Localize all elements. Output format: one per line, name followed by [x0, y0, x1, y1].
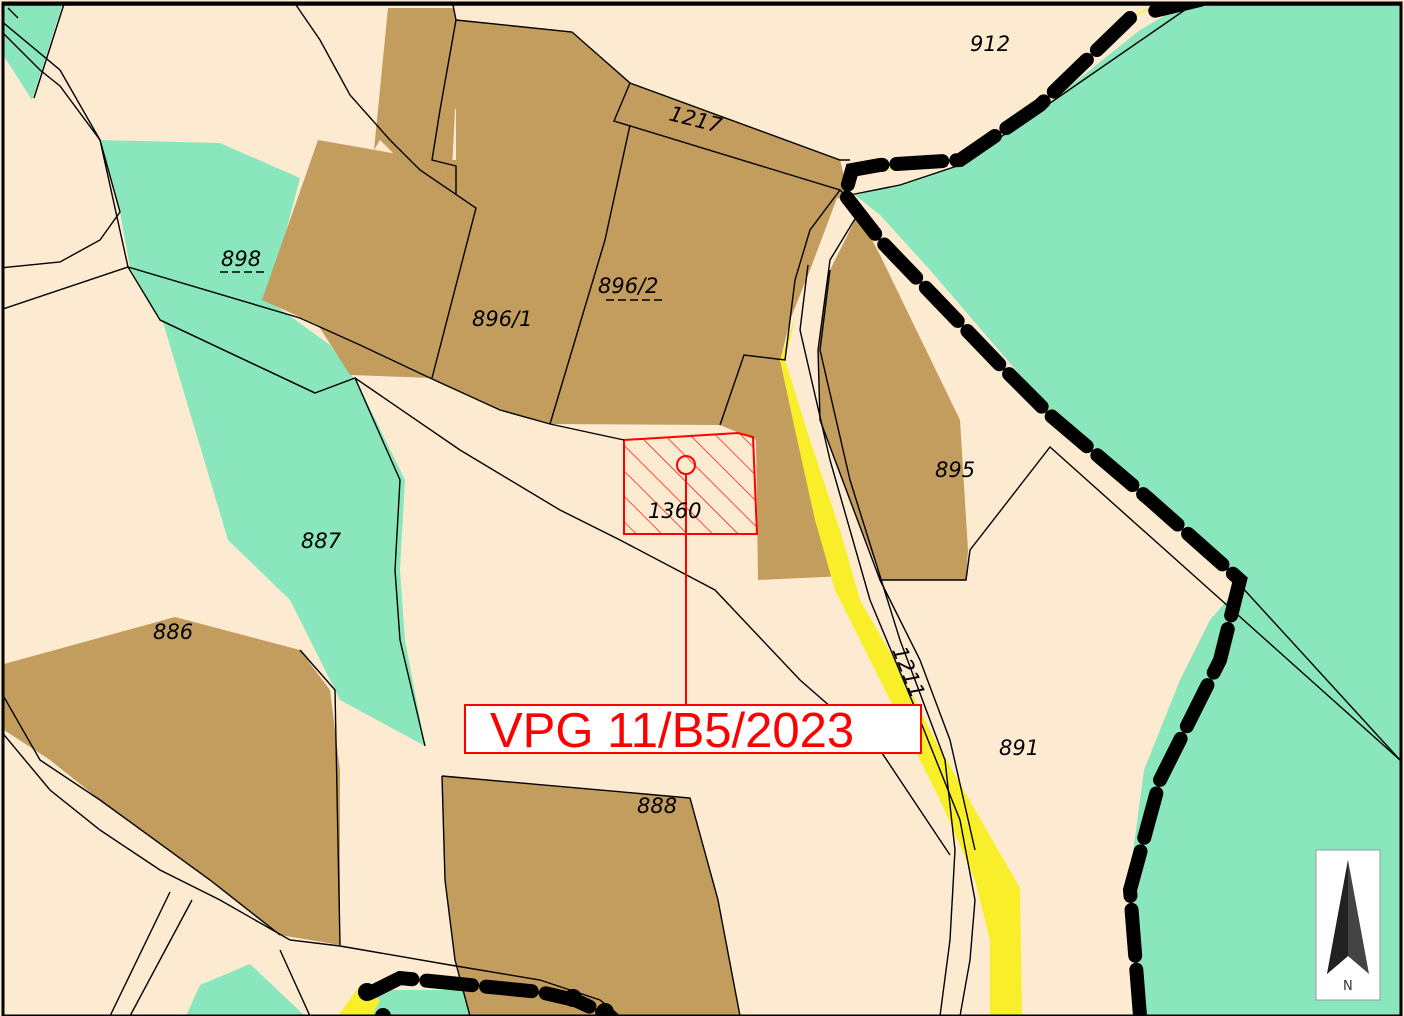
callout-leader — [676, 455, 696, 705]
parcel-1360-highlight[interactable] — [623, 431, 759, 535]
built-area-896-1 — [262, 140, 476, 378]
parcel-label-891: 891 — [999, 736, 1039, 760]
built-area-1360-east — [720, 355, 845, 580]
built-areas — [4, 8, 968, 1016]
parcel-label-886: 886 — [153, 620, 193, 644]
built-area-895 — [818, 214, 968, 580]
forest-area-898 — [100, 140, 355, 393]
parcel-label-896-1: 896/1 — [472, 307, 533, 331]
parcel-label-912: 912 — [970, 32, 1010, 56]
north-arrow-label: N — [1343, 979, 1353, 994]
north-arrow: N — [1315, 849, 1381, 1001]
built-area-896 — [430, 20, 840, 425]
parcel-label-887: 887 — [301, 529, 342, 553]
parcel-label-898: 898 — [221, 247, 261, 271]
forest-area-northwest — [4, 4, 63, 100]
parcel-label-888: 888 — [637, 794, 677, 818]
built-area-888 — [442, 776, 740, 1016]
callout[interactable]: VPG 11/B5/2023 — [464, 704, 922, 758]
forest-area-east — [855, 4, 1400, 1016]
parcel-label-1360: 1360 — [648, 499, 701, 523]
built-area-886 — [4, 617, 340, 945]
callout-box — [464, 704, 922, 754]
parcel-label-896-2: 896/2 — [598, 274, 659, 298]
road-1211 — [780, 318, 1022, 1016]
municipal-boundary — [363, 4, 1248, 1016]
forest-area-south — [186, 964, 305, 1016]
parcel-label-895: 895 — [935, 458, 975, 482]
boundary-dots — [358, 983, 614, 1016]
callout-label: VPG 11/B5/2023 — [490, 704, 854, 758]
forest-area-887 — [148, 272, 425, 746]
